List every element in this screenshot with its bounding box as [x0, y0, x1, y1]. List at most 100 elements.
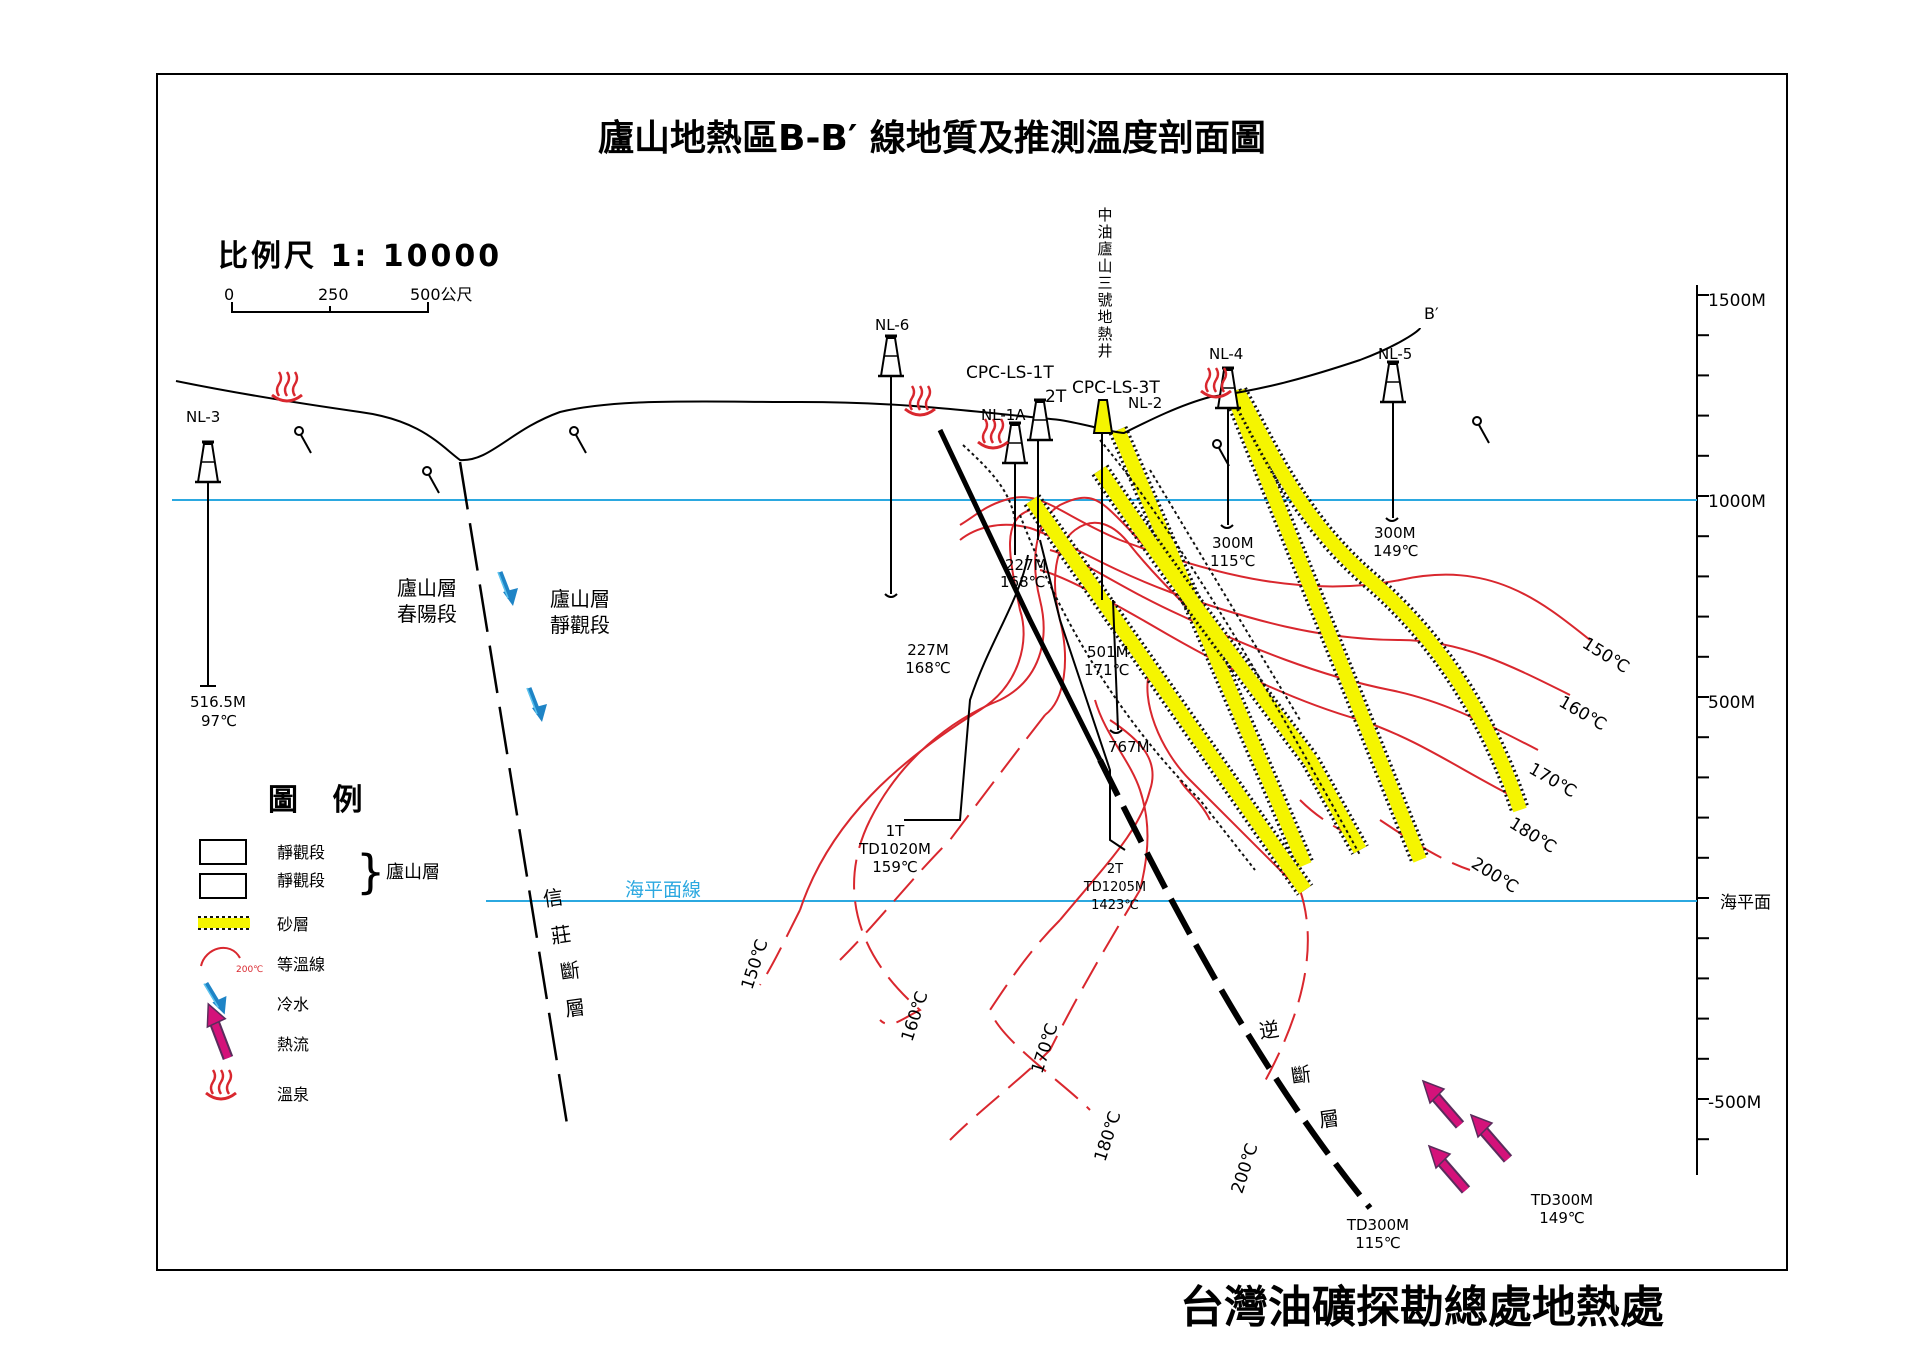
- fault-reverse-char: 斷: [1289, 1062, 1312, 1089]
- well-nl3-temp: 97℃: [201, 712, 237, 730]
- fault-reverse-char: 層: [1317, 1106, 1340, 1133]
- annotation-atd300a-line: 115℃: [1355, 1234, 1400, 1252]
- well-nl6-derrick[interactable]: [876, 334, 906, 378]
- legend-isotherm-sample: 200℃: [236, 965, 263, 975]
- isotherm-label: 160℃: [898, 989, 933, 1044]
- legend-label-4: 等溫線: [277, 955, 325, 974]
- legend-brace-icon: }: [356, 845, 385, 899]
- dip-marker-icon-4: [1212, 439, 1230, 467]
- formation-chunyang-label: 春陽段: [397, 602, 457, 626]
- legend-label-7: 溫泉: [277, 1085, 309, 1104]
- legend-group-label: 廬山層: [386, 862, 440, 883]
- well-nl3-label: NL-3: [186, 408, 220, 426]
- well-nl4-temp: 115℃: [1210, 552, 1255, 570]
- isotherm-label: 170℃: [1525, 759, 1580, 802]
- legend-label-2: 靜觀段: [277, 871, 325, 890]
- axis-label-1000: 1000M: [1708, 492, 1766, 512]
- scale-text: 比例尺 1: 10000: [218, 239, 502, 274]
- end-label: B′: [1424, 304, 1439, 323]
- annotation-a2t-line: 1423℃: [1091, 898, 1139, 913]
- axis-label-1500: 1500M: [1708, 291, 1766, 311]
- annotation-a227-line: 168℃: [905, 659, 950, 677]
- sea-level-label: 海平面線: [625, 879, 701, 901]
- sand-layers: [962, 387, 1530, 896]
- cold-water-arrow-icon-1: [498, 572, 518, 606]
- well-nl5-depth: 300M: [1374, 524, 1416, 542]
- formation-chunyang-label: 廬山層: [397, 576, 457, 600]
- scale-tick-500: 500公尺: [410, 285, 473, 304]
- annotation-atd300b-line: 149℃: [1539, 1209, 1584, 1227]
- isotherm-label: 150℃: [1578, 634, 1632, 678]
- formation-jingguan-label: 廬山層: [550, 587, 610, 611]
- well-ls3t-derrick[interactable]: [1092, 399, 1114, 434]
- well-nl2-temp: 171℃: [1084, 661, 1129, 679]
- vertical-label-char: 地: [1097, 308, 1112, 326]
- well-nl4-label: NL-4: [1209, 345, 1243, 363]
- vertical-label-char: 山: [1097, 257, 1112, 275]
- isotherms-dashed: [759, 714, 1471, 1141]
- isotherm-label: 160℃: [1555, 692, 1610, 735]
- well-nl6-label: NL-6: [875, 316, 909, 334]
- annotation-a2t-line: TD1205M: [1083, 880, 1146, 895]
- fault-shinzhuang-char: 斷: [558, 958, 581, 985]
- well-nl3-derrick[interactable]: [193, 440, 223, 484]
- vertical-label-char: 三: [1097, 274, 1112, 292]
- well-shafts: [200, 372, 1399, 851]
- dip-marker-icon-5: [1472, 416, 1490, 444]
- well-nl2-bottom: 767M: [1108, 738, 1150, 756]
- vertical-label-char: 井: [1097, 342, 1112, 360]
- reverse-fault: [937, 428, 1103, 762]
- heat-flow-arrow-icon-3: [1429, 1146, 1466, 1190]
- page-title: 廬山地熱區B-B′ 線地質及推測溫度剖面圖: [598, 118, 1266, 159]
- heat-flow-arrow-icon-2: [1471, 1115, 1508, 1159]
- depth-axis-ticks: [1697, 294, 1709, 1141]
- scale-tick-0: 0: [224, 285, 234, 304]
- annotation-a1t-line: 159℃: [872, 858, 917, 876]
- annotation-atd300a-line: TD300M: [1346, 1216, 1409, 1234]
- legend-hot-spring-icon: [204, 1068, 238, 1101]
- dip-marker-icon-3: [569, 426, 587, 454]
- vertical-label-char: 油: [1097, 223, 1112, 241]
- legend-box-icon-1: [199, 839, 247, 865]
- isotherm-label: 200℃: [1228, 1141, 1263, 1196]
- vertical-label-char: 中: [1097, 206, 1112, 224]
- annotation-a1t-line: 1T: [886, 822, 906, 840]
- formation-jingguan-label: 靜觀段: [550, 613, 610, 637]
- frame: [156, 73, 1788, 1271]
- annotation-a227-line: 227M: [907, 641, 949, 659]
- vertical-label-char: 廬: [1097, 240, 1112, 258]
- well-nl5-label: NL-5: [1378, 345, 1412, 363]
- vertical-label-char: 號: [1097, 291, 1112, 309]
- axis-label-minus500: -500M: [1708, 1093, 1761, 1113]
- well-nl4-depth: 300M: [1212, 534, 1254, 552]
- legend: 圖 例 靜觀段 靜觀段 } 廬山層 砂層 200℃ 等溫線 冷水 熱流 溫泉: [193, 783, 440, 1104]
- scale-bar: [231, 302, 429, 313]
- well-nl2-depth: 501M: [1087, 643, 1129, 661]
- well-2t-label: 2T: [1045, 387, 1067, 407]
- well-nl3-depth: 516.5M: [190, 693, 246, 711]
- well-ls1t-label: CPC-LS-1T: [966, 363, 1054, 383]
- legend-label-6: 熱流: [277, 1035, 309, 1054]
- legend-label-5: 冷水: [277, 995, 309, 1014]
- well-ls3t-label: CPC-LS-3T: [1072, 378, 1160, 398]
- legend-heat-flow-icon: [193, 1004, 243, 1058]
- fault-reverse-char: 逆: [1257, 1017, 1280, 1044]
- well-nl1a-depth: 227M: [1005, 556, 1047, 574]
- well-nl5-derrick[interactable]: [1378, 360, 1408, 404]
- legend-label-3: 砂層: [277, 915, 309, 934]
- isotherm-label: 180℃: [1091, 1109, 1126, 1164]
- isotherm-label: 170℃: [1028, 1021, 1063, 1076]
- axis-label-500: 500M: [1708, 693, 1755, 713]
- well-nl1a-temp: 168℃: [1000, 573, 1045, 591]
- isotherm-label: 200℃: [1467, 854, 1521, 898]
- annotation-a1t-line: TD1020M: [858, 840, 931, 858]
- isotherm-label: 150℃: [738, 937, 773, 992]
- legend-isotherm-icon: [200, 947, 241, 967]
- hot-spring-icon-1: [270, 370, 304, 403]
- well-nl1a-label: NL-1A: [981, 406, 1026, 424]
- footer-org: 台灣油礦探勘總處地熱處: [1180, 1282, 1664, 1333]
- fault-shinzhuang-char: 層: [563, 995, 586, 1022]
- isotherm-label: 180℃: [1505, 814, 1559, 858]
